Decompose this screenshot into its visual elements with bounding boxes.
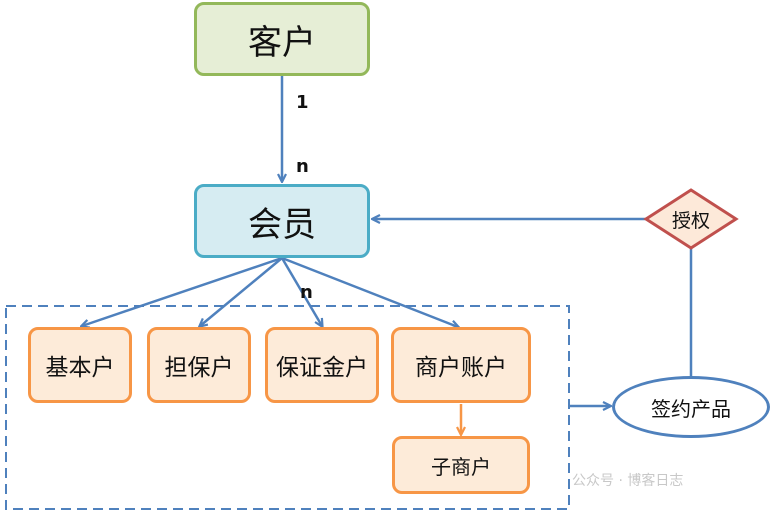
watermark-text: 公众号 · 博客日志: [572, 473, 684, 489]
customer-node: 客户: [194, 2, 370, 76]
member-deposit-arrow: [280, 257, 322, 326]
sub-merchant-node: 子商户: [392, 436, 530, 494]
multiplicity-customer: 1: [296, 92, 309, 113]
account-group-box: [5, 305, 570, 510]
sub-merchant-label: 子商户: [431, 454, 491, 479]
guarantee-account-label: 担保户: [164, 355, 234, 381]
multiplicity-accounts: n: [300, 282, 313, 303]
deposit-account-label: 保证金户: [276, 355, 368, 381]
member-guarantee-arrow: [200, 257, 283, 326]
customer-label: 客户: [248, 22, 316, 63]
merchant-account-label: 商户账户: [415, 355, 507, 381]
authorization-label: 授权: [671, 209, 710, 232]
guarantee-account-node: 担保户: [147, 327, 251, 403]
member-basic-arrow: [82, 256, 283, 326]
member-merchant-arrow: [281, 256, 458, 327]
authorization-diamond: [643, 188, 739, 250]
deposit-account-node: 保证金户: [265, 327, 379, 403]
signed-product-node: 签约产品: [612, 376, 770, 438]
member-label: 会员: [248, 204, 316, 245]
signed-product-label: 签约产品: [651, 396, 731, 421]
merchant-account-node: 商户账户: [391, 327, 531, 403]
basic-account-label: 基本户: [45, 355, 115, 381]
multiplicity-member: n: [296, 156, 309, 177]
member-node: 会员: [194, 184, 370, 258]
basic-account-node: 基本户: [28, 327, 132, 403]
